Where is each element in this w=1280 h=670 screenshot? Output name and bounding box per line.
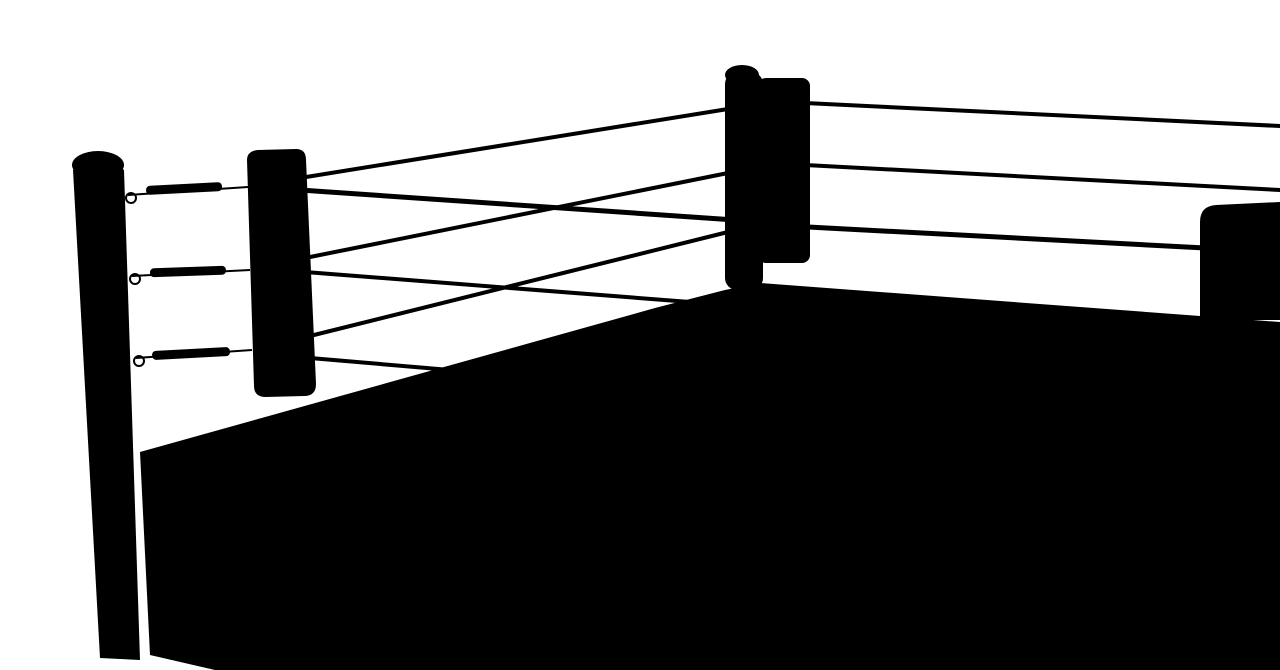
ring-platform	[140, 283, 1280, 670]
ropes-front-side	[297, 187, 1208, 372]
ropes-left-side	[298, 107, 730, 338]
turnbuckle-bottom-hook	[133, 355, 145, 367]
rope-back-middle	[803, 163, 1280, 192]
turnbuckle-middle	[149, 265, 226, 278]
ropes-back-side	[803, 101, 1280, 192]
corner-pad-right	[1200, 202, 1280, 320]
rope-left-bottom	[308, 230, 730, 338]
corner-pad-center	[758, 78, 810, 263]
turnbuckle-top-hook	[125, 192, 137, 204]
turnbuckle-middle-hook	[129, 273, 141, 285]
rope-front-middle	[303, 270, 692, 304]
rope-front-top-far	[805, 224, 1208, 251]
turnbuckles	[125, 182, 253, 367]
rope-front-top	[297, 187, 738, 223]
corner-pad-left	[247, 149, 316, 397]
corner-post-center-cap	[725, 65, 759, 85]
rope-front-bottom	[308, 356, 452, 372]
corner-post-left-cap	[72, 151, 124, 179]
turnbuckle-top	[146, 182, 223, 195]
rope-left-top	[298, 107, 730, 180]
turnbuckle-bottom	[152, 347, 231, 360]
corner-post-center	[725, 72, 763, 290]
rope-left-middle	[303, 171, 730, 260]
corner-post-left	[73, 152, 140, 660]
rope-back-top	[803, 101, 1280, 128]
